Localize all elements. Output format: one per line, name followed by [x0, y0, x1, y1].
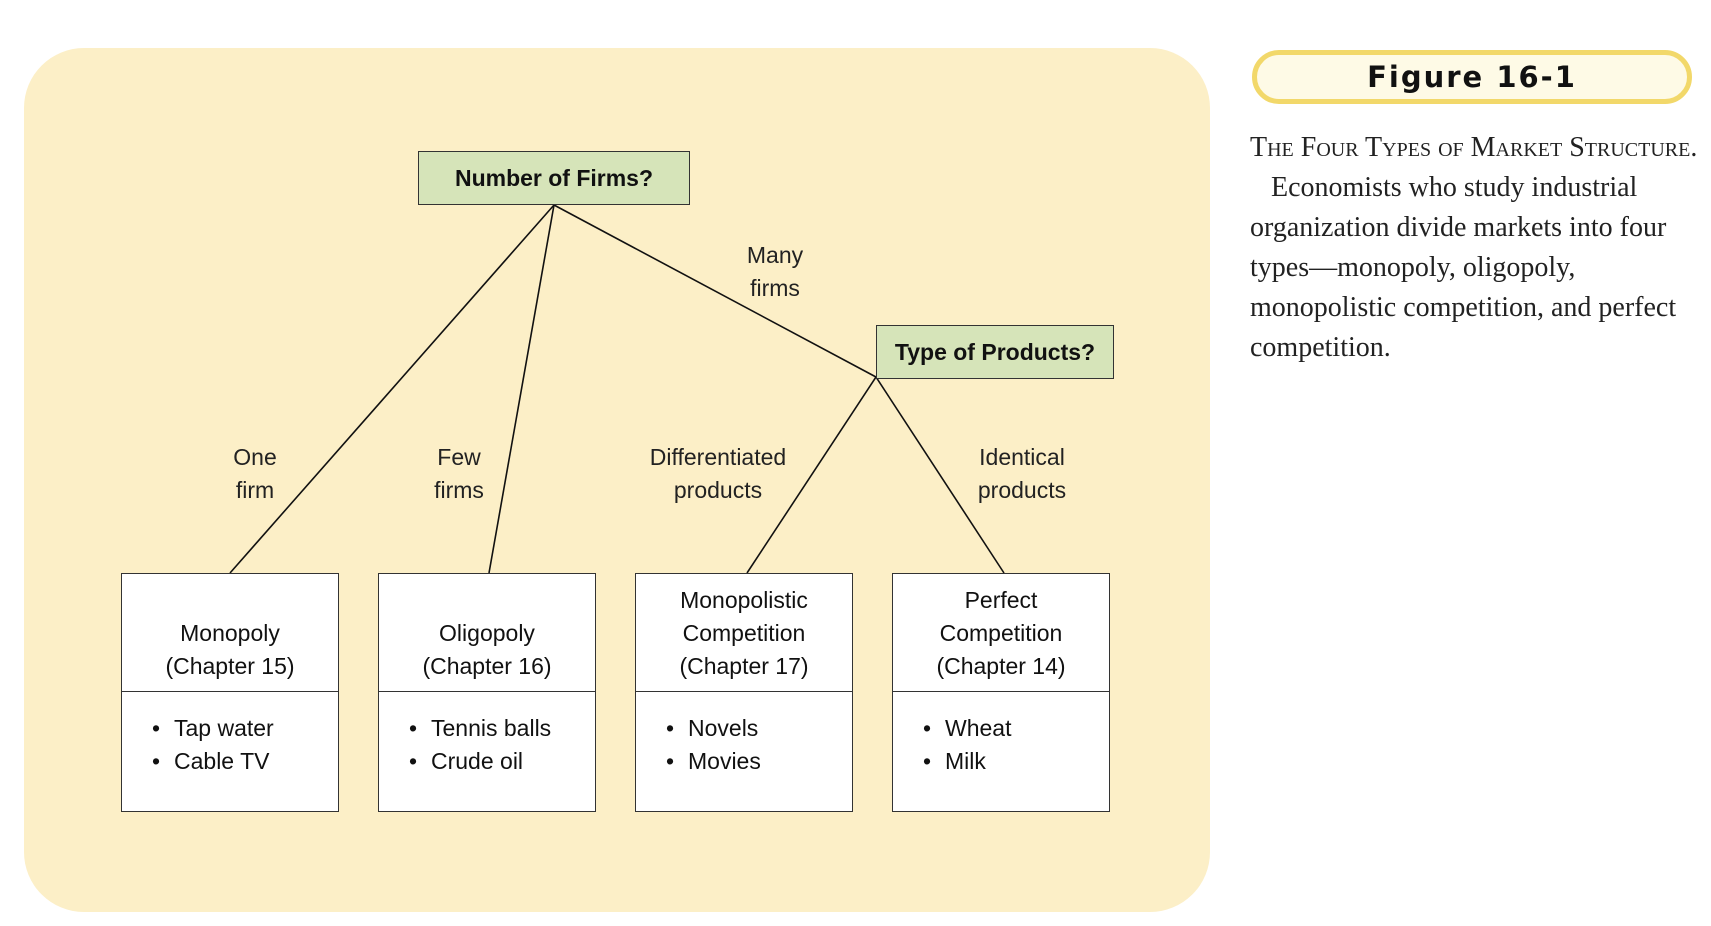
market-examples: Tap water Cable TV — [122, 692, 338, 778]
type-of-products-label: Type of Products? — [894, 338, 1096, 365]
market-name: Perfect — [964, 587, 1038, 613]
example-item: Cable TV — [152, 745, 338, 778]
market-examples: Tennis balls Crude oil — [379, 692, 595, 778]
market-name: Monopoly — [180, 620, 280, 646]
example-item: Milk — [923, 745, 1109, 778]
example-item: Tap water — [152, 712, 338, 745]
type-of-products-box: Type of Products? — [876, 325, 1114, 379]
market-chapter: (Chapter 15) — [165, 653, 295, 679]
figure-label: Figure 16-1 — [1367, 60, 1577, 94]
example-item: Movies — [666, 745, 852, 778]
market-box-perfect-competition: Perfect Competition (Chapter 14) Wheat M… — [892, 573, 1110, 812]
branch-label-many-firms: Many firms — [746, 242, 804, 301]
market-chapter: (Chapter 17) — [679, 653, 809, 679]
market-box-monopolistic-competition: Monopolistic Competition (Chapter 17) No… — [635, 573, 853, 812]
market-chapter: (Chapter 14) — [936, 653, 1066, 679]
market-header: Monopolistic Competition (Chapter 17) — [636, 574, 852, 692]
branch-label-few-firms: Few firms — [434, 444, 484, 503]
example-item: Novels — [666, 712, 852, 745]
market-name: Monopolistic — [680, 587, 808, 613]
market-header: Oligopoly (Chapter 16) — [379, 574, 595, 692]
market-header: Monopoly (Chapter 15) — [122, 574, 338, 692]
example-item: Wheat — [923, 712, 1109, 745]
branch-label-one-firm: One firm — [233, 444, 277, 503]
example-item: Crude oil — [409, 745, 595, 778]
caption-body: Economists who study industrial organiza… — [1250, 172, 1677, 363]
market-box-oligopoly: Oligopoly (Chapter 16) Tennis balls Crud… — [378, 573, 596, 812]
number-of-firms-label: Number of Firms? — [454, 164, 654, 191]
caption-title: The Four Types of Market Structure. — [1250, 132, 1698, 163]
market-header: Perfect Competition (Chapter 14) — [893, 574, 1109, 692]
figure-label-pill: Figure 16-1 — [1252, 50, 1692, 104]
market-chapter: (Chapter 16) — [422, 653, 552, 679]
branch-label-identical: Identical products — [977, 444, 1067, 503]
number-of-firms-box: Number of Firms? — [418, 151, 690, 205]
figure-caption: The Four Types of Market Structure. Econ… — [1250, 128, 1705, 368]
branch-label-differentiated: Differentiated products — [649, 444, 787, 503]
market-box-monopoly: Monopoly (Chapter 15) Tap water Cable TV — [121, 573, 339, 812]
example-item: Tennis balls — [409, 712, 595, 745]
market-examples: Novels Movies — [636, 692, 852, 778]
market-name: Competition — [939, 620, 1063, 646]
market-name: Oligopoly — [439, 620, 535, 646]
market-examples: Wheat Milk — [893, 692, 1109, 778]
market-name: Competition — [682, 620, 806, 646]
